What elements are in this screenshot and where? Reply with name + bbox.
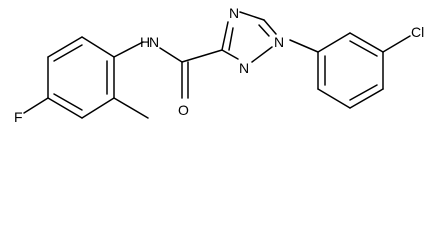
bond-triazole-n1-n2 xyxy=(251,46,273,63)
bond-triazole-n4-c5 xyxy=(239,11,265,21)
bond-ring2-d-inner xyxy=(349,84,378,101)
bond-carbonyl-triazole xyxy=(181,49,223,63)
bond-ring2-a xyxy=(317,32,351,53)
bond-ring2-b-inner xyxy=(349,40,378,57)
bond-ring1-a xyxy=(81,36,115,58)
bond-ring1-d-inner xyxy=(53,93,83,111)
bond-ring1-f xyxy=(47,36,83,58)
atom-label-o-carbonyl: O xyxy=(178,102,189,118)
bond-ring1-f-inner xyxy=(53,44,83,62)
bond-ring1-d xyxy=(47,97,83,119)
bond-c-cl xyxy=(382,35,411,53)
bond-triazole-c3-n4 xyxy=(221,21,229,51)
bond-triazole-n2-c3 xyxy=(221,49,239,60)
atom-label-n1: N xyxy=(274,34,284,50)
bond-triazole-c5-n1-inner xyxy=(258,24,270,37)
bond-c-f xyxy=(23,97,49,114)
bond-ring2-d xyxy=(349,88,384,109)
bond-ring2-b xyxy=(349,32,384,53)
bonds xyxy=(23,11,411,119)
bond-triazole-c3-n4-inner xyxy=(228,27,234,51)
atom-label-n2: N xyxy=(239,60,249,76)
bond-methyl xyxy=(113,97,149,119)
bond-triazole-c5-n1 xyxy=(263,19,277,35)
bond-ring2-e xyxy=(317,88,351,109)
atom-label-cl: Cl xyxy=(411,24,424,40)
atom-label-n4: N xyxy=(229,5,239,21)
bond-nh-carbonyl xyxy=(159,47,183,63)
chemical-structure-diagram: H N O F N N N Cl xyxy=(14,5,424,125)
bond-ring-nh xyxy=(113,41,144,58)
atom-label-n-amide: N xyxy=(149,34,159,50)
bond-n1-aryl xyxy=(289,39,319,53)
atom-label-f: F xyxy=(14,109,23,125)
atom-label-h-amide: H xyxy=(140,34,150,50)
bond-ring1-c xyxy=(81,97,115,119)
atom-labels: H N O F N N N Cl xyxy=(14,5,424,125)
